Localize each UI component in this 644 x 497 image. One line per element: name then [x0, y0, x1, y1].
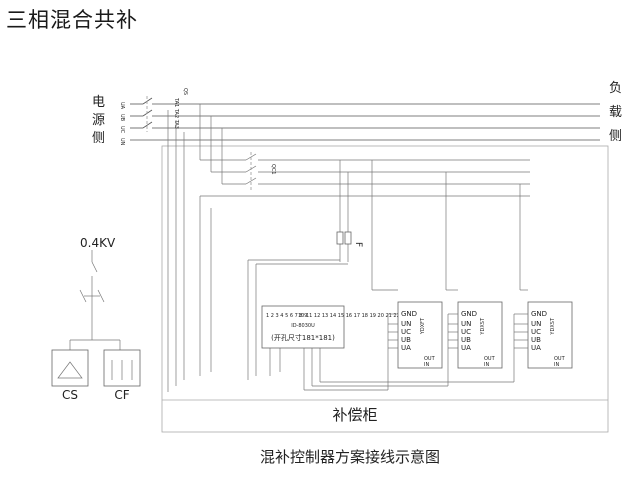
load-side-char-1: 负 [609, 81, 622, 96]
module-3: GND UN UC UB UA YDXST OUT IN [513, 301, 573, 382]
module-3-pin-gnd: GND [531, 310, 547, 318]
controller-terminals-right: 10 11 12 13 14 15 16 17 18 19 20 21 22 [298, 313, 400, 319]
diagram-caption: 混补控制器方案接线示意图 [260, 448, 440, 466]
fuse-label: F [353, 242, 363, 247]
load-side-char-3: 侧 [609, 129, 622, 144]
module-3-pin-un: UN [531, 320, 541, 328]
line-label-ua: UA [119, 102, 125, 110]
module-1-in: IN [424, 362, 429, 368]
controller-terminals-left: 1 2 3 4 5 6 7 8 9 [266, 313, 307, 319]
cabinet-label: 补偿柜 [332, 406, 377, 424]
module-2-pin-gnd: GND [461, 310, 477, 318]
ct-label: TA1 TA2 TA3 [173, 97, 179, 129]
controller-model: ID-8030U [291, 323, 315, 329]
source-side-char-3: 侧 [92, 131, 105, 146]
module-feeders [371, 160, 528, 291]
cs-label: CS [62, 388, 78, 402]
cs-cf-branch [51, 250, 141, 387]
line-label-un: UN [119, 138, 125, 146]
cabinet-feeders [167, 104, 530, 392]
cf-label: CF [114, 388, 129, 402]
compensation-cabinet-frame [161, 145, 609, 433]
module-2-pin-ub: UB [461, 336, 471, 344]
module-2-pin-uc: UC [461, 328, 471, 336]
module-1-name: YDXFT [420, 317, 426, 335]
load-side-char-2: 载 [609, 105, 622, 120]
page-title: 三相混合共补 [6, 8, 138, 32]
module-3-pin-ua: UA [531, 344, 541, 352]
qc1-label: QC1 [270, 164, 276, 175]
module-3-in: IN [554, 362, 559, 368]
qs-label: QS [182, 88, 188, 95]
controller-cutout: (开孔尺寸181*181) [271, 333, 335, 342]
module-3-out: OUT [554, 356, 566, 362]
module-2-pin-ua: UA [461, 344, 471, 352]
module-1-pin-gnd: GND [401, 310, 417, 318]
module-1-out: OUT [424, 356, 436, 362]
voltage-label: 0.4KV [80, 236, 116, 250]
module-2-name: YDXST [480, 317, 486, 336]
source-side-char-2: 源 [92, 113, 105, 128]
module-3-name: YDXST [550, 317, 556, 336]
line-label-uc: UC [119, 126, 125, 134]
module-1-pin-ub: UB [401, 336, 411, 344]
module-3-pin-uc: UC [531, 328, 541, 336]
source-side-char-1: 电 [92, 95, 105, 110]
fuse-f [336, 160, 352, 262]
module-2-in: IN [484, 362, 489, 368]
line-label-ub: UB [119, 114, 125, 122]
module-2-pin-un: UN [461, 320, 471, 328]
module-2: GND UN UC UB UA YDXST OUT IN [447, 301, 503, 386]
module-2-out: OUT [484, 356, 496, 362]
module-3-pin-ub: UB [531, 336, 541, 344]
module-1-pin-un: UN [401, 320, 411, 328]
module-1-pin-ua: UA [401, 344, 411, 352]
main-bus [130, 96, 600, 141]
module-1: GND UN UC UB UA YDXFT OUT IN [387, 301, 443, 390]
controller-box [261, 305, 345, 349]
controller-wiring [199, 196, 514, 391]
module-1-pin-uc: UC [401, 328, 411, 336]
